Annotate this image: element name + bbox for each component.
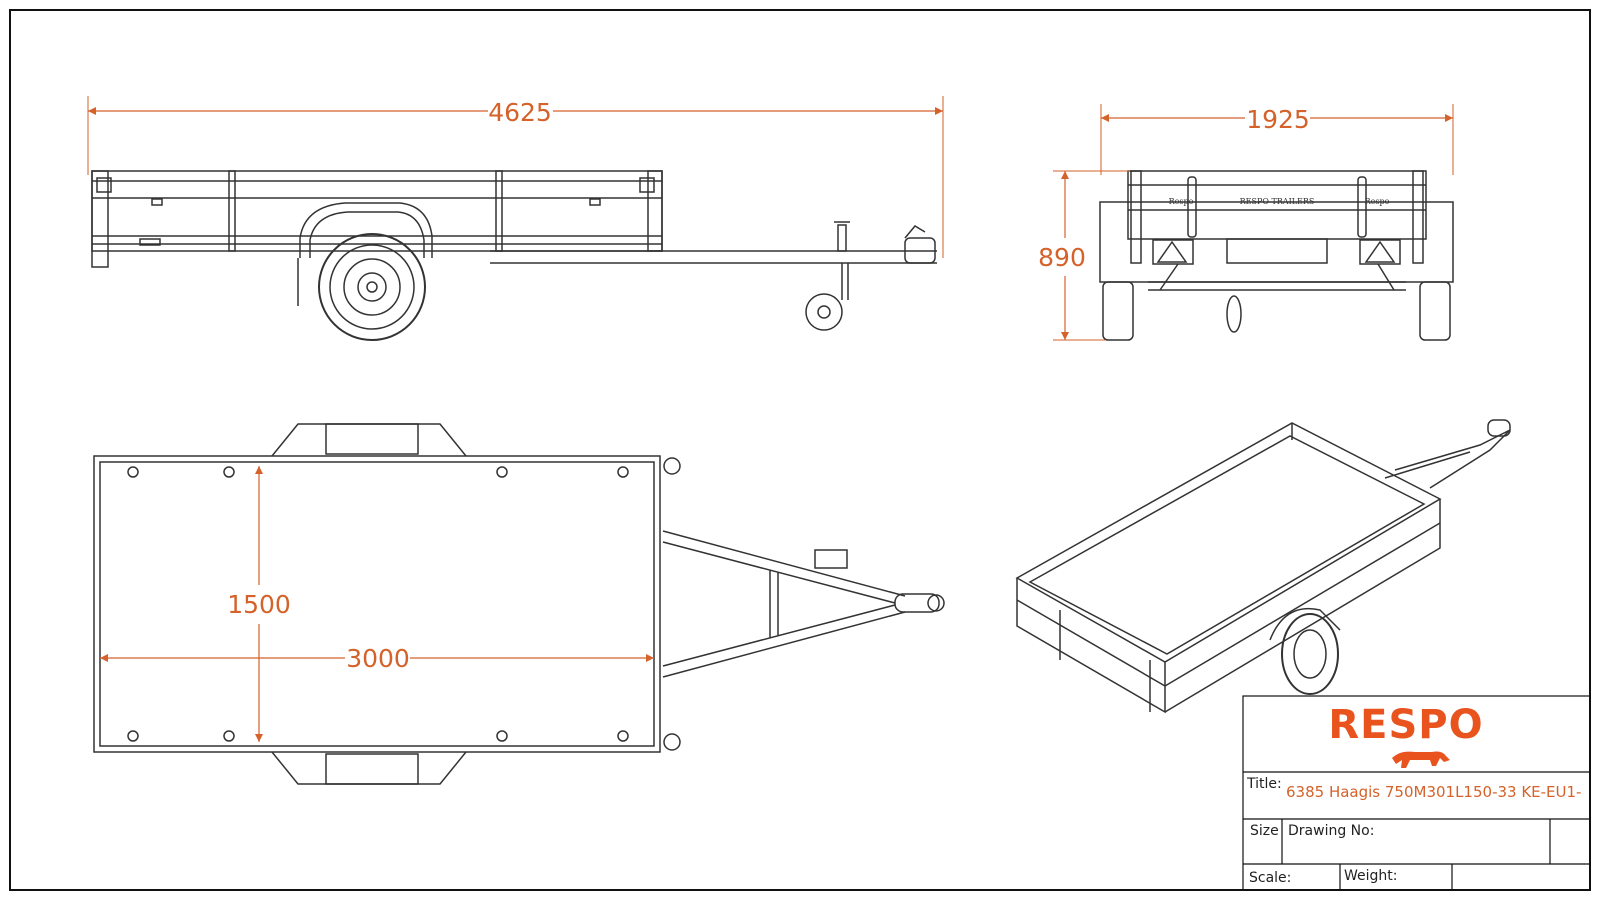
respo-logo: RESPO (1328, 702, 1483, 748)
top-length-label: 3000 (346, 644, 410, 673)
rear-label-center: RESPO TRAILERS (1240, 197, 1315, 206)
side-length-label: 4625 (488, 98, 552, 127)
drawing-frame (9, 9, 1591, 891)
isometric-view (1015, 419, 1511, 714)
rear-label-right: Respo (1365, 197, 1390, 206)
size-label: Size (1250, 823, 1279, 839)
scale-label: Scale: (1249, 870, 1291, 886)
title-block (1242, 695, 1591, 891)
drawing-no-label: Drawing No: (1288, 823, 1374, 839)
dimension-height: 890 (1038, 170, 1130, 341)
title-label: Title: (1246, 776, 1282, 792)
top-width-label: 1500 (227, 590, 291, 619)
weight-label: Weight: (1344, 868, 1398, 884)
top-view (93, 423, 945, 785)
rear-height-label: 890 (1038, 243, 1086, 272)
dimension-top-length: 3000 (100, 644, 654, 673)
dimension-top-width: 1500 (227, 466, 291, 742)
side-view (91, 170, 937, 341)
rear-width-label: 1925 (1246, 105, 1310, 134)
dimension-width: 1925 (1100, 104, 1454, 175)
rear-view (1099, 170, 1454, 341)
title-value: 6385 Haagis 750M301L150-33 KE-EU1- (1286, 783, 1581, 801)
dimension-length: 4625 (87, 96, 944, 258)
rear-label-left: Respo (1169, 197, 1194, 206)
bull-logo-icon (1392, 751, 1450, 768)
